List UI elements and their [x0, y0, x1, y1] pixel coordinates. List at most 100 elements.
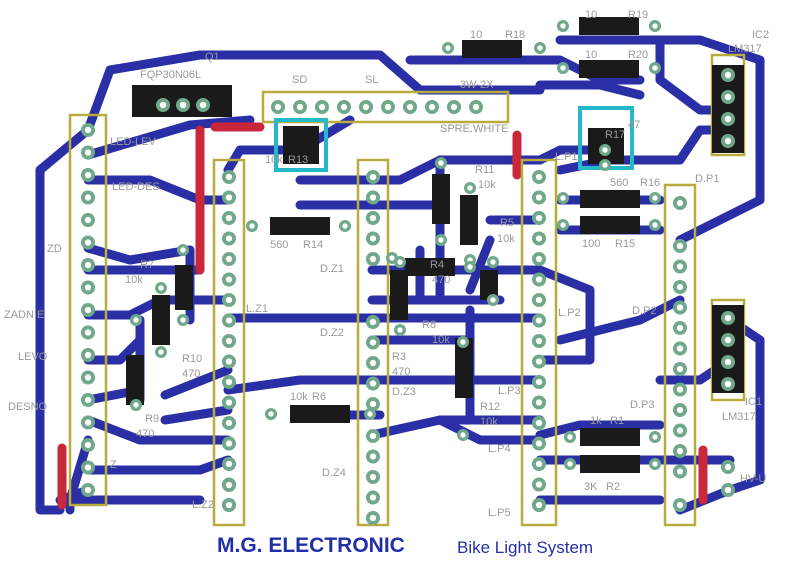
pad-hole	[369, 514, 377, 522]
r10-body	[152, 295, 170, 345]
pad-hole	[369, 380, 377, 387]
r3-value: 470	[392, 366, 410, 378]
ic1-part-label: LM317	[722, 411, 756, 423]
pad-hole	[460, 432, 466, 438]
pad-hole	[225, 337, 233, 345]
r16-label: R16	[640, 177, 660, 189]
pad-hole	[225, 255, 233, 263]
pad-hole	[535, 214, 543, 222]
sl-label: SL	[365, 74, 378, 86]
pad-hole	[84, 486, 92, 494]
pad-hole	[159, 101, 167, 109]
pad-hole	[318, 103, 326, 111]
lz1-label: L.Z1	[246, 303, 268, 315]
pad-hole	[676, 386, 684, 393]
r3-label: R3	[392, 351, 406, 363]
pad-hole	[340, 103, 348, 111]
pad-hole	[676, 324, 684, 332]
pad-hole	[225, 419, 233, 427]
r4-value: 470	[432, 274, 450, 286]
pad-hole	[535, 460, 543, 468]
pad-hole	[369, 255, 377, 263]
pad-hole	[724, 93, 732, 101]
pad-hole	[180, 317, 186, 323]
pad-hole	[676, 304, 684, 311]
pad-hole	[724, 137, 732, 145]
r16-value: 560	[610, 177, 628, 189]
r4-label: R4	[430, 259, 444, 271]
pad-hole	[724, 336, 732, 344]
r12-label: R12	[480, 401, 500, 413]
pad-hole	[450, 103, 458, 111]
dz1-label: D.Z1	[320, 263, 344, 275]
lp5-label: L.P5	[488, 507, 511, 519]
r4-body	[405, 258, 455, 276]
pad-hole	[676, 468, 684, 475]
dz3-label: D.Z3	[392, 386, 416, 398]
r20-value: 10	[585, 49, 597, 61]
pad-hole	[369, 453, 377, 460]
pad-hole	[225, 214, 233, 222]
r18-body	[462, 40, 522, 58]
pad-hole	[225, 399, 233, 406]
pad-hole	[560, 222, 566, 228]
pad-hole	[535, 194, 543, 201]
lp2-label: L.P2	[558, 307, 581, 319]
pad-hole	[369, 400, 377, 408]
pad-hole	[225, 481, 233, 489]
pad-hole	[724, 115, 732, 123]
brand-subtitle: Bike Light System	[457, 538, 594, 557]
pad-hole	[724, 380, 732, 388]
pad-hole	[652, 65, 658, 71]
ic2-part-label: LM317	[728, 43, 762, 55]
pad-hole	[560, 195, 566, 201]
pad-hole	[84, 171, 92, 179]
pad-hole	[535, 481, 543, 488]
pad-hole	[369, 339, 377, 346]
pad-hole	[342, 223, 348, 229]
r6-label: R6	[312, 391, 326, 403]
pad-hole	[490, 259, 496, 265]
pad-hole	[367, 411, 373, 417]
pad-hole	[537, 45, 543, 51]
r14-body	[270, 217, 330, 235]
pad-hole	[676, 345, 684, 352]
pad-hole	[535, 337, 543, 345]
pad-hole	[535, 378, 543, 386]
pad-hole	[676, 427, 684, 434]
silkscreen: Q1 FQP30N06L IC2 LM317 IC1 LM317 SD SL 3…	[4, 9, 769, 519]
pad-hole	[84, 329, 92, 336]
pad-hole	[567, 434, 573, 440]
pad-hole	[225, 440, 233, 447]
sd-label: SD	[292, 74, 307, 86]
pad-hole	[652, 434, 658, 440]
pad-hole	[133, 317, 139, 323]
r8-body	[390, 270, 408, 320]
components	[126, 17, 744, 473]
pad-hole	[84, 239, 92, 246]
pad-hole	[225, 173, 233, 181]
r12-value: 10k	[480, 416, 498, 428]
pad-hole	[225, 235, 233, 242]
pad-hole	[369, 318, 377, 326]
pad-hole	[369, 235, 377, 242]
header-frames	[68, 53, 746, 527]
r15-body	[580, 216, 640, 234]
zadnie-label: ZADNIE	[4, 309, 44, 321]
pad-hole	[397, 259, 403, 265]
pad-hole	[84, 149, 92, 156]
pad-hole	[724, 358, 732, 366]
pad-hole	[84, 261, 92, 269]
r2-body	[580, 455, 640, 473]
pad-hole	[179, 101, 187, 109]
pad-hole	[490, 297, 496, 303]
pad-hole	[652, 222, 658, 228]
r18-value: 10	[470, 29, 482, 41]
pad-hole	[676, 199, 684, 207]
pad-hole	[460, 339, 466, 345]
pad-hole	[535, 419, 543, 427]
pad-hole	[268, 411, 274, 417]
pad-hole	[369, 214, 377, 222]
q1-label: Q1	[205, 51, 220, 63]
r1-value: 1k	[590, 415, 602, 427]
